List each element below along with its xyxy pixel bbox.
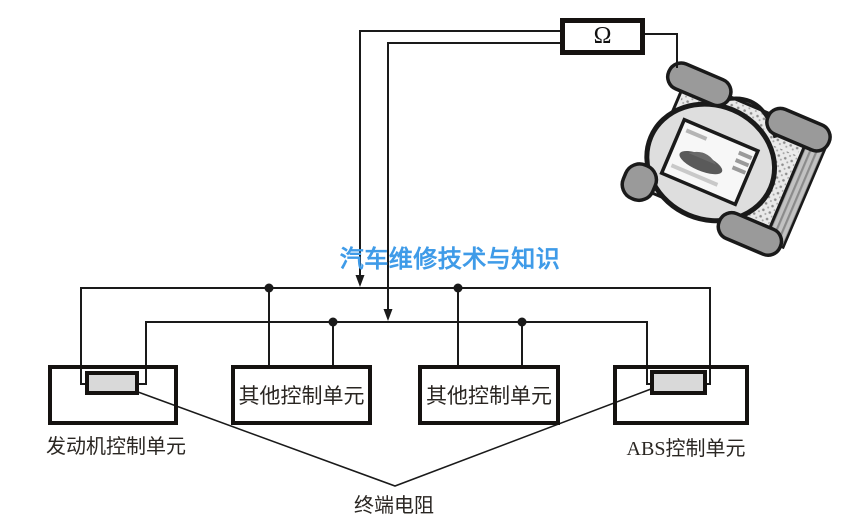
abs-ecu-box [613,365,749,425]
terminator-callout-lines [137,388,652,487]
other-ecu-box-2: 其他控制单元 [418,365,560,425]
can-high-bus [80,287,711,385]
other-ecu-1-label: 其他控制单元 [238,384,365,408]
diagnostic-tester-illustration [620,61,832,257]
bus-junction-dots [264,283,527,327]
screen-car-image [670,128,753,187]
other-ecu-box-1: 其他控制单元 [231,365,372,425]
engine-ecu-box [48,365,178,425]
abs-terminating-resistor [650,370,707,395]
probe-arrow-can-high [355,275,365,287]
can-low-bus [138,321,653,385]
terminator-caption: 终端电阻 [354,495,434,517]
probe-arrow-can-low [383,309,393,321]
ohm-symbol: Ω [593,23,612,49]
watermark-text: 汽车维修技术与知识 [339,246,561,273]
ohmmeter-leads [359,30,678,311]
can-bus-lines [80,287,711,385]
other-ecu-2-label: 其他控制单元 [426,384,552,408]
abs-ecu-caption: ABS控制单元 [626,438,746,460]
ohmmeter-box: Ω [560,18,645,55]
engine-terminating-resistor [85,371,139,395]
engine-ecu-caption: 发动机控制单元 [46,436,186,458]
